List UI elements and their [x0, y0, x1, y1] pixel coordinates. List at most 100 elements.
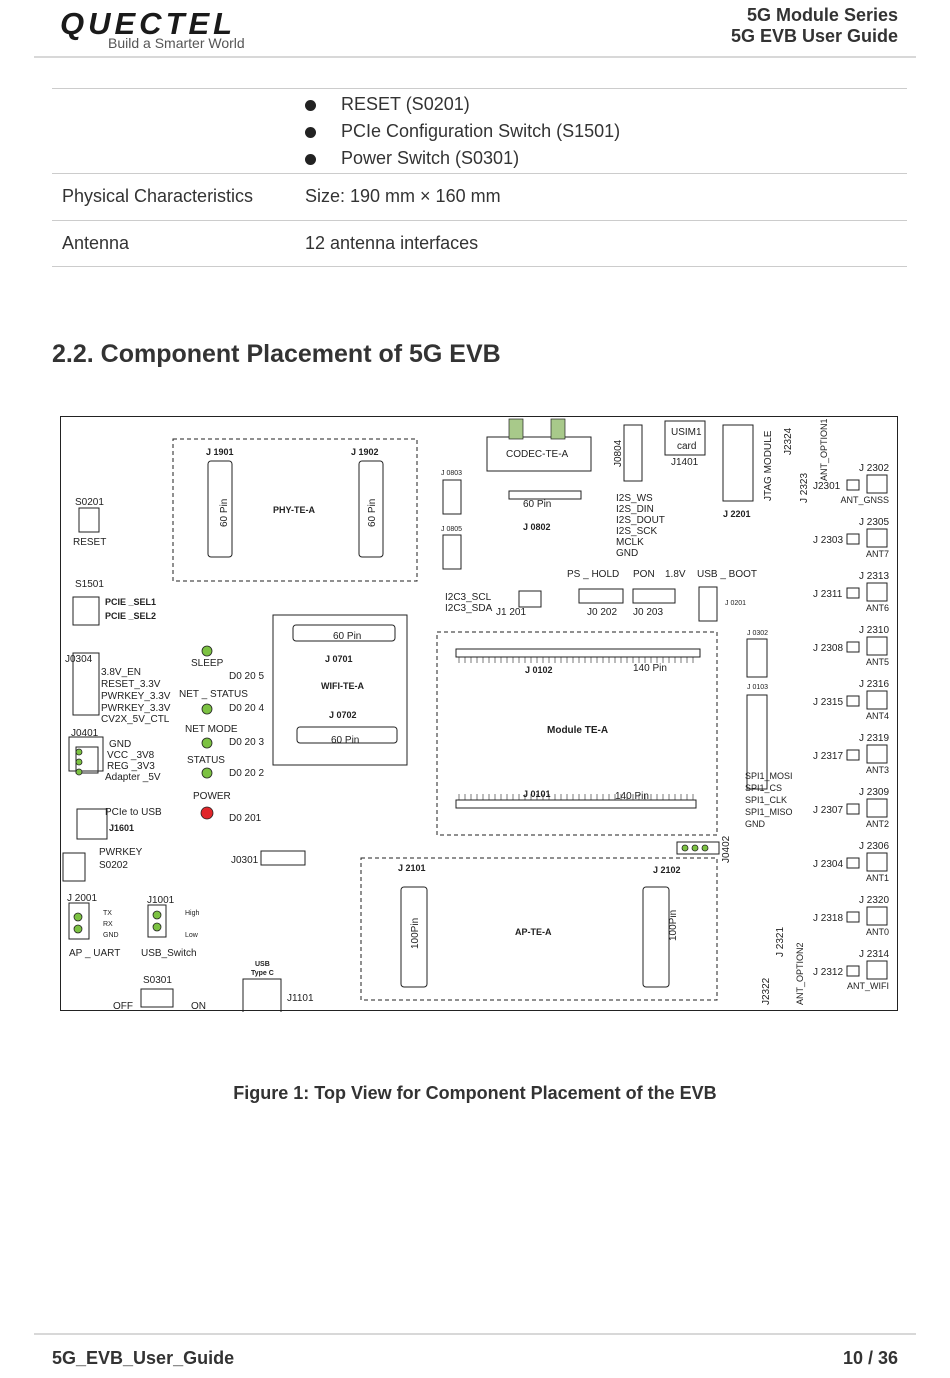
board-label: ANT_OPTION2 — [795, 942, 805, 1005]
board-label: J1101 — [287, 993, 314, 1004]
logo-wordmark: QUECTEL — [60, 6, 237, 41]
board-label: VCC _3V8 — [107, 750, 155, 761]
board-label: USB — [255, 961, 270, 968]
board-label: JTAG MODULE — [763, 430, 774, 501]
antenna-name: ANT_WIFI — [847, 981, 889, 991]
antenna-connector — [866, 744, 888, 764]
board-label: OFF — [113, 1001, 133, 1012]
board-label: J 0702 — [329, 710, 357, 720]
antenna-switch — [846, 533, 860, 545]
board-label: J 2201 — [723, 509, 751, 519]
board-label: TX — [103, 910, 112, 917]
board-label: J 1901 — [206, 447, 234, 457]
board-label: CV2X_5V_CTL — [101, 714, 170, 725]
board-label: J 2321 — [775, 927, 786, 957]
antenna-jack-label: J 2314 — [859, 949, 889, 960]
board-label: USIM1 — [671, 427, 702, 438]
table-rule — [52, 220, 907, 221]
table-row-value: Size: 190 mm × 160 mm — [305, 186, 501, 206]
antenna-switch — [846, 641, 860, 653]
antenna-switch-label: J 2311 — [813, 589, 843, 600]
board-label: PWRKEY_3.3V — [101, 703, 171, 714]
board-label: SLEEP — [191, 658, 224, 669]
board-label: D0 20 2 — [229, 768, 264, 779]
board-label: 1.8V — [665, 569, 686, 580]
antenna-name: ANT5 — [866, 657, 889, 667]
board-label: NET _ STATUS — [179, 689, 248, 700]
antenna-switch — [846, 749, 860, 761]
antenna-switch-label: J 2318 — [813, 913, 843, 924]
board-label: S1501 — [75, 579, 104, 590]
board-label: PON — [633, 569, 655, 580]
board-label: RESET — [73, 537, 106, 548]
evb-board-diagram: J 1901 J 1902 60 Pin 60 Pin PHY-TE-A COD… — [60, 416, 898, 1018]
antenna-name: ANT_GNSS — [840, 495, 889, 505]
section-title: 2.2. Component Placement of 5G EVB — [52, 340, 501, 368]
table-row-label: Antenna — [62, 233, 130, 253]
board-label: CODEC-TE-A — [506, 449, 569, 460]
board-label: STATUS — [187, 755, 225, 766]
board-label: J 2102 — [653, 865, 681, 875]
board-label: J 0701 — [325, 654, 353, 664]
board-label: RESET_3.3V — [101, 679, 161, 690]
board-label: J2324 — [783, 427, 794, 455]
board-label: J2322 — [761, 977, 772, 1005]
board-label: D0 20 4 — [229, 703, 264, 714]
board-label: 140 Pin — [633, 663, 667, 674]
antenna-name: ANT7 — [866, 549, 889, 559]
board-label: SPI1_MISO — [745, 807, 793, 817]
antenna-connector — [866, 474, 888, 494]
board-label: J 0101 — [523, 789, 551, 799]
board-label: S0202 — [99, 860, 128, 871]
board-label: 3.8V_EN — [101, 667, 141, 678]
board-label: J 0201 — [725, 600, 746, 607]
table-row-label: Physical Characteristics — [62, 186, 254, 206]
board-label: D0 20 5 — [229, 671, 264, 682]
board-label: 60 Pin — [333, 631, 361, 642]
board-label: POWER — [193, 791, 231, 802]
board-label: J0402 — [721, 835, 732, 863]
board-label: NET MODE — [185, 724, 238, 735]
board-label: Module TE-A — [547, 725, 608, 736]
board-label: SPI1_MOSI — [745, 771, 793, 781]
antenna-name: ANT4 — [866, 711, 889, 721]
board-label: I2S_DOUT — [616, 515, 665, 526]
board-label: Adapter _5V — [105, 772, 161, 783]
board-label: J0804 — [613, 439, 624, 467]
board-label: ON — [191, 1001, 206, 1012]
antenna-connector — [866, 960, 888, 980]
board-label: I2S_SCK — [616, 526, 657, 537]
antenna-jack-label: J 2320 — [859, 895, 889, 906]
board-label: I2C3_SCL — [445, 592, 492, 603]
header-series: 5G Module Series — [746, 5, 898, 25]
board-label: J 0802 — [523, 522, 551, 532]
antenna-switch-label: J 2307 — [813, 805, 843, 816]
antenna-name: ANT2 — [866, 819, 889, 829]
board-label: J1601 — [109, 823, 134, 833]
antenna-jack-label: J 2302 — [859, 463, 889, 474]
board-label: S0201 — [75, 497, 104, 508]
antenna-connector — [866, 582, 888, 602]
board-label: 60 Pin — [523, 499, 551, 510]
antenna-switch-label: J 2315 — [813, 697, 843, 708]
board-label: Low — [185, 932, 199, 939]
board-label: 100Pin — [668, 910, 679, 941]
antenna-connector — [866, 528, 888, 548]
board-label: 60 Pin — [331, 735, 359, 746]
antenna-jack-label: J 2310 — [859, 625, 889, 636]
board-label: S0301 — [143, 975, 172, 986]
board-label: J0 202 — [587, 607, 617, 618]
header-rule — [34, 56, 916, 58]
antenna-switch-label: J2301 — [813, 481, 841, 492]
board-label: SPI1_CLK — [745, 795, 787, 805]
board-label: card — [677, 441, 696, 452]
board-label: D0 201 — [229, 813, 262, 824]
antenna-name: ANT6 — [866, 603, 889, 613]
antenna-jack-label: J 2316 — [859, 679, 889, 690]
antenna-switch — [846, 803, 860, 815]
antenna-switch-label: J 2317 — [813, 751, 843, 762]
board-label: I2S_DIN — [616, 504, 654, 515]
board-label: PWRKEY — [99, 847, 143, 858]
board-label: USB _ BOOT — [697, 569, 757, 580]
board-label: J0401 — [71, 728, 99, 739]
